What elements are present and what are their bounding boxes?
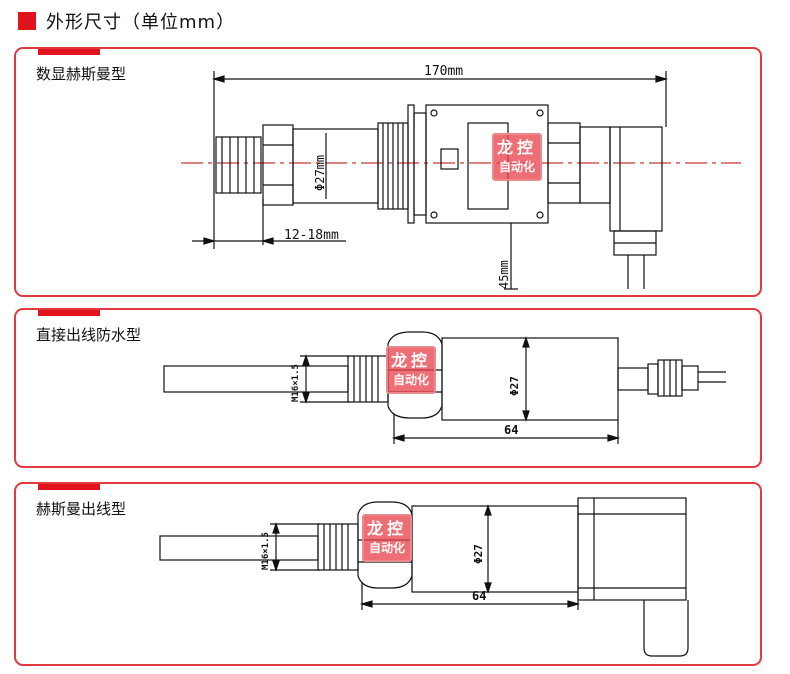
red-square-icon bbox=[18, 12, 36, 30]
panel-title: 直接出线防水型 bbox=[36, 326, 142, 344]
thread-dimension-label: M16×1.5 bbox=[261, 532, 271, 570]
panel-hirschmann-outlet: 赫斯曼出线型 M16×1.5 Φ27 64 bbox=[14, 482, 762, 666]
diameter-dimension-label: Φ27 bbox=[472, 544, 485, 564]
panel-direct-waterproof: 直接出线防水型 M16×1.5 bbox=[14, 308, 762, 468]
panel-title: 数显赫斯曼型 bbox=[36, 65, 127, 83]
panel-digital-hirschmann: 数显赫斯曼型 bbox=[14, 47, 762, 297]
watermark-logo: 龙控 自动化 bbox=[492, 133, 542, 181]
panel-tab bbox=[38, 484, 100, 490]
panel-tab bbox=[38, 310, 100, 316]
hirschmann-sensor-drawing: M16×1.5 Φ27 64 bbox=[159, 497, 689, 657]
panel-tab bbox=[38, 49, 100, 55]
diameter-dimension-label: Φ27mm bbox=[313, 155, 327, 191]
watermark-logo: 龙控 自动化 bbox=[362, 514, 412, 562]
section-header: 外形尺寸（单位mm） bbox=[18, 8, 235, 34]
length-dimension-label: 64 bbox=[472, 589, 486, 603]
waterproof-sensor-drawing: M16×1.5 Φ27 64 bbox=[163, 331, 726, 444]
thread-dimension-label: M16×1.5 bbox=[291, 364, 301, 402]
section-title: 外形尺寸（单位mm） bbox=[46, 12, 236, 33]
diameter-dimension-label: Φ27 bbox=[508, 376, 521, 396]
digital-sensor-drawing: 170mm 12-18mm Φ27mm 45mm bbox=[181, 64, 741, 290]
thread-dimension-label: 12-18mm bbox=[284, 228, 339, 243]
length-dimension-label: 64 bbox=[504, 423, 518, 437]
length-dimension-label: 170mm bbox=[424, 64, 463, 79]
panel-title: 赫斯曼出线型 bbox=[36, 500, 127, 518]
watermark-logo: 龙控 自动化 bbox=[386, 346, 436, 394]
depth-dimension-label: 45mm bbox=[497, 260, 511, 289]
